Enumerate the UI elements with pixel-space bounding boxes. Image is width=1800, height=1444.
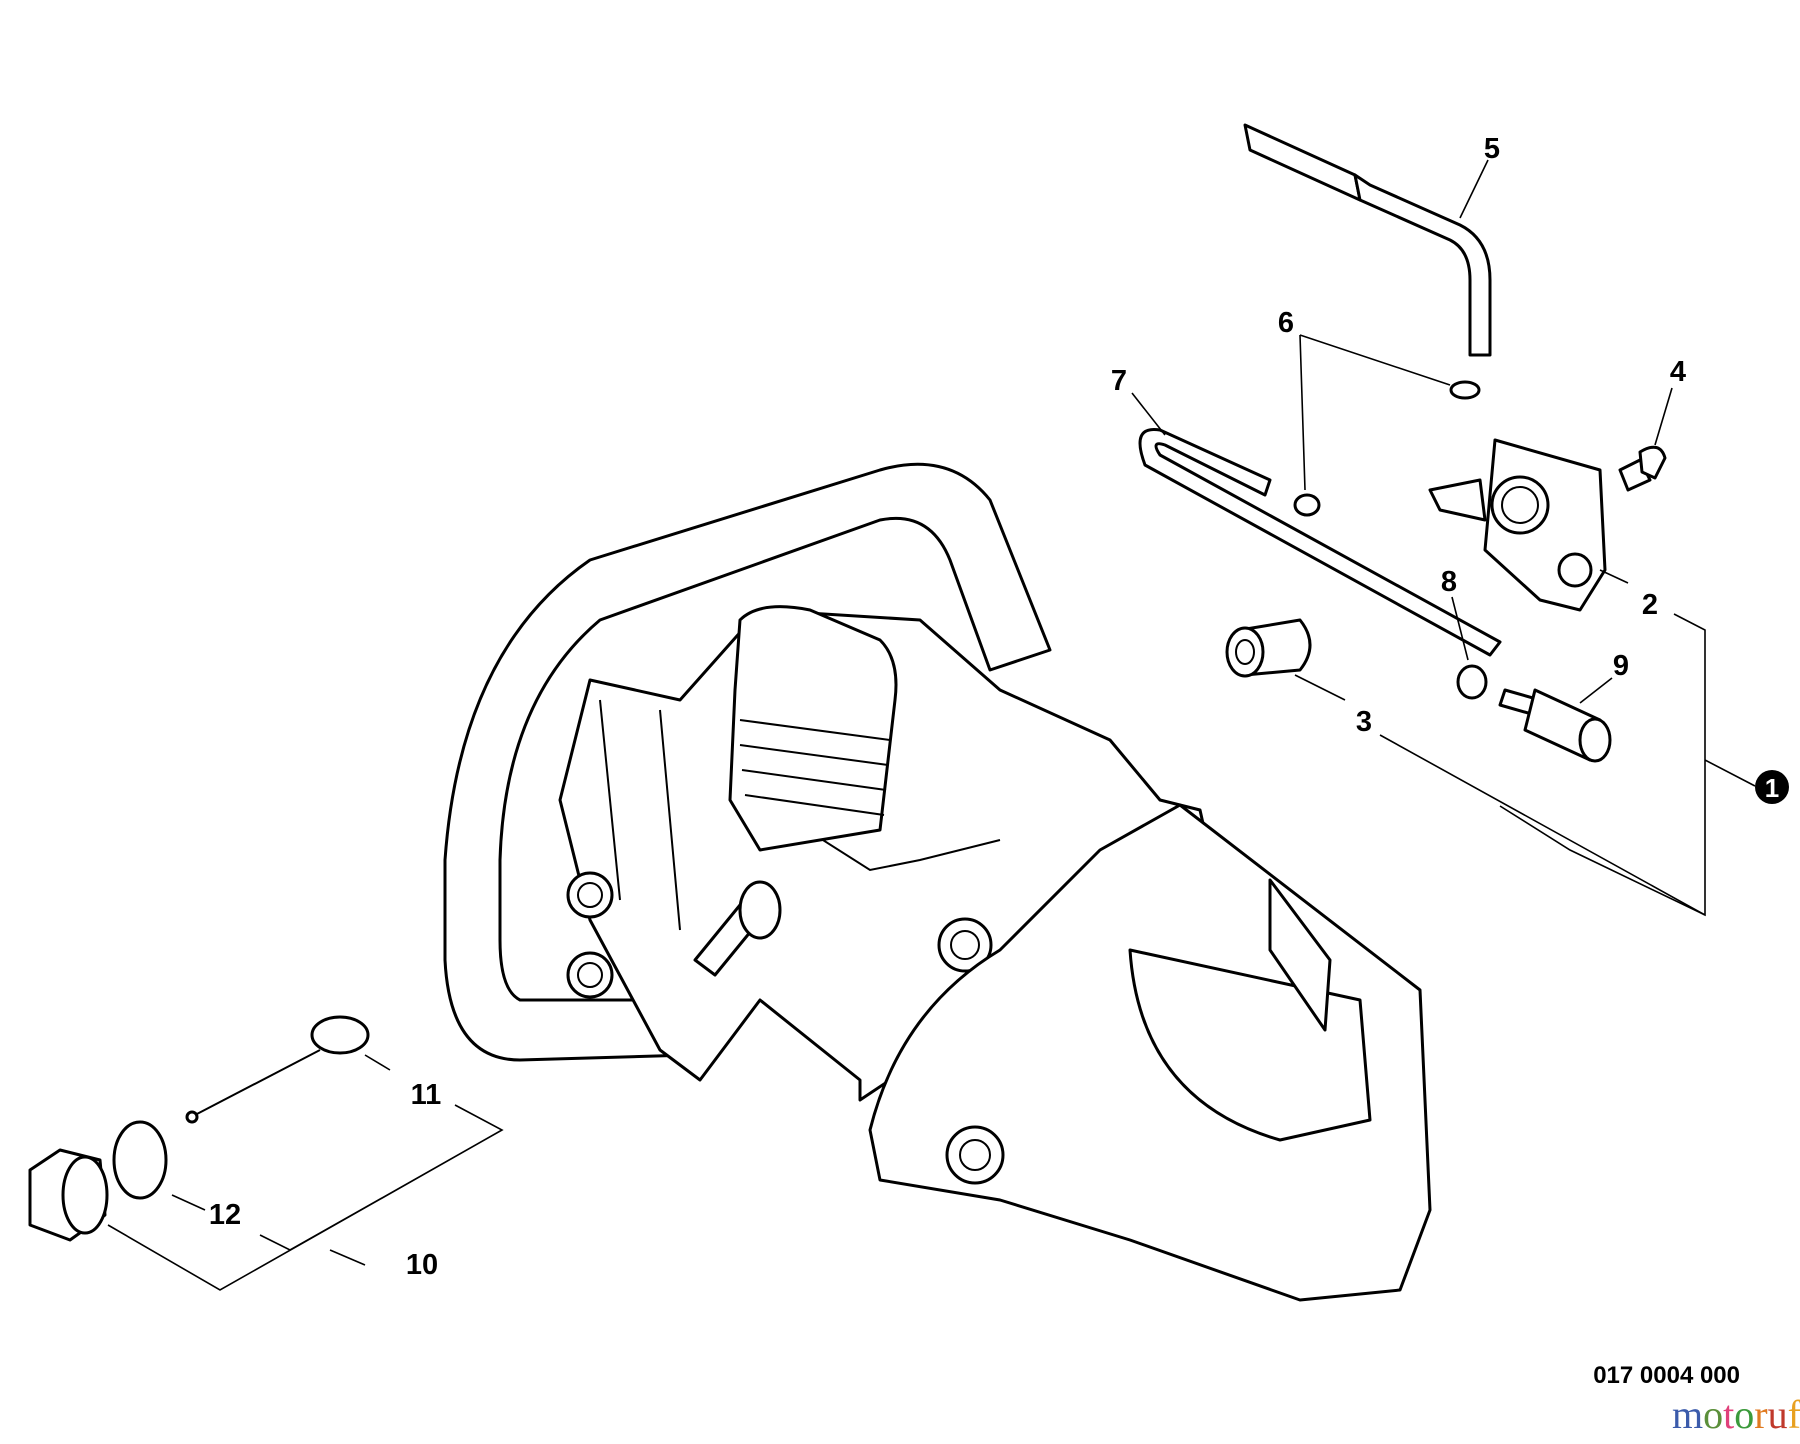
part-8-seal xyxy=(1456,664,1488,700)
label-9: 9 xyxy=(1613,650,1629,682)
part-2-oil-pump xyxy=(1428,438,1607,612)
part-11-tether xyxy=(185,1015,370,1124)
label-10: 10 xyxy=(406,1249,438,1281)
assembly-marker-circle xyxy=(1755,770,1789,804)
label-2: 2 xyxy=(1642,589,1658,621)
label-1: 1 xyxy=(1765,773,1779,803)
part-6-ring-a xyxy=(1449,380,1481,400)
label-12: 12 xyxy=(209,1199,241,1231)
part-9-filter xyxy=(1498,688,1612,763)
part-3-plug xyxy=(1225,618,1312,678)
label-6: 6 xyxy=(1278,307,1294,339)
label-7: 7 xyxy=(1111,365,1127,397)
part-4-bolt xyxy=(1618,445,1667,492)
label-11: 11 xyxy=(411,1079,442,1111)
part-6-ring-b xyxy=(1293,493,1321,517)
label-8: 8 xyxy=(1441,566,1457,598)
label-4: 4 xyxy=(1670,356,1686,388)
part-10-oil-cap xyxy=(28,1148,109,1242)
cylinder xyxy=(693,605,898,977)
leader-lines xyxy=(107,159,1756,1291)
drawing-number: 017 0004 000 xyxy=(1593,1362,1740,1389)
label-3: 3 xyxy=(1356,706,1372,738)
rear-handle xyxy=(868,803,1432,1302)
part-7-hose xyxy=(1138,427,1502,657)
watermark-logo: motoruf.de xyxy=(1672,1392,1800,1437)
part-5-oil-hose xyxy=(1243,123,1492,357)
label-5: 5 xyxy=(1484,133,1500,165)
part-12-o-ring xyxy=(112,1120,168,1200)
